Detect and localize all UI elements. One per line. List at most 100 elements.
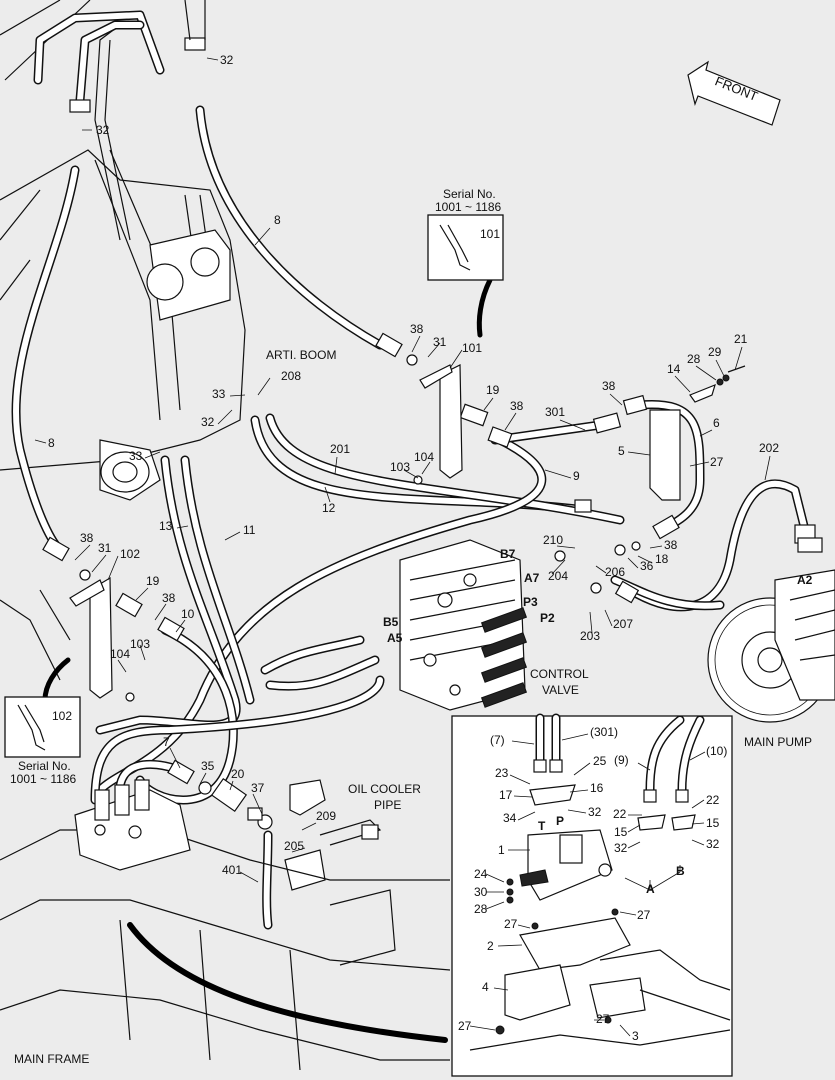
detail-inset [451,713,733,1077]
callout: 103 [130,637,150,651]
port-p: P [556,814,564,828]
callout: 14 [667,362,681,376]
callout: 15 [614,825,628,839]
callout: (10) [706,744,727,758]
callout: 18 [655,552,669,566]
callout: 27 [710,455,724,469]
callout: 19 [486,383,500,397]
callout: 25 [593,754,607,768]
callout: 8 [274,213,281,227]
callout: 38 [162,591,176,605]
serial-left-title: Serial No. [18,759,71,773]
callout: 301 [545,405,565,419]
callout: 205 [284,839,304,853]
callout: 22 [613,807,627,821]
callout: 32 [706,837,720,851]
callout: 207 [613,617,633,631]
callout: 208 [281,369,301,383]
callout: 11 [243,523,256,537]
serial-top-title: Serial No. [443,187,496,201]
callout: 32 [96,123,110,137]
callout: 8 [48,436,55,450]
callout: 104 [414,450,434,464]
front-arrow-icon [687,60,781,126]
port-a2: A2 [797,573,813,587]
callout: 6 [713,416,720,430]
port-b5: B5 [383,615,399,629]
callout: 33 [212,387,226,401]
callout: 38 [80,531,94,545]
callout: 32 [220,53,234,67]
callout: 203 [580,629,600,643]
callout: 28 [474,902,488,916]
boom-structure [0,0,246,501]
fittings [42,332,816,830]
callout: 31 [98,541,112,555]
serial-inset-top [427,214,504,281]
control-valve-label-1: CONTROL [530,667,589,681]
callout: 32 [201,415,215,429]
callout: 32 [588,805,602,819]
callout: 13 [159,519,173,533]
callout: 2 [487,939,494,953]
callout: 29 [708,345,722,359]
callout: 24 [474,867,488,881]
callout: 32 [614,841,628,855]
callout: 3 [632,1029,639,1043]
callout: 22 [706,793,720,807]
callout: 202 [759,441,779,455]
callout-leaders [34,57,771,1037]
port-a5: A5 [387,631,403,645]
callout: 12 [322,501,336,515]
callout: 38 [510,399,524,413]
callout: 204 [548,569,568,583]
callout: 28 [687,352,701,366]
callout: 37 [251,781,265,795]
callout: (9) [614,753,629,767]
serial-left-range: 1001 ~ 1186 [10,772,77,786]
callout: 30 [474,885,488,899]
callout: 38 [664,538,678,552]
port-p3: P3 [523,595,538,609]
oil-cooler-label-2: PIPE [374,798,401,812]
callout: 7 [163,735,170,749]
port-a7: A7 [524,571,540,585]
callout: 201 [330,442,350,456]
leader-sweeps [42,277,493,1043]
main-pump-label: MAIN PUMP [744,735,812,749]
callout: 27 [458,1019,472,1033]
callout: 38 [602,379,616,393]
callout: 33 [129,449,143,463]
callout: 9 [573,469,580,483]
callout: 35 [201,759,215,773]
callout: 36 [640,559,654,573]
callout: 16 [590,781,604,795]
main-pump-drawing [707,537,835,723]
port-t: T [538,819,546,833]
callout: 34 [503,811,517,825]
callout: 5 [618,444,625,458]
serial-left-part: 102 [52,709,72,723]
callout: 27 [596,1012,610,1026]
callout: 19 [146,574,160,588]
callout: 17 [499,788,513,802]
oil-cooler-label-1: OIL COOLER [348,782,421,796]
control-valve-label-2: VALVE [542,683,579,697]
frame-structure [0,589,451,1071]
control-valve-drawing [399,539,528,711]
main-frame-label: MAIN FRAME [14,1052,89,1066]
port-a: A [646,882,655,896]
text-layer: FRONT ARTI. BOOM CONTROL VALVE MAIN PUMP… [10,53,813,1066]
port-b7: B7 [500,547,516,561]
callout: 15 [706,816,720,830]
callout: 401 [222,863,242,877]
callout: 27 [637,908,651,922]
callout: 23 [495,766,509,780]
callout: 210 [543,533,563,547]
callout: 206 [605,565,625,579]
callout: 104 [110,647,130,661]
callout: 1 [498,843,505,857]
arti-boom-label: ARTI. BOOM [266,348,336,362]
